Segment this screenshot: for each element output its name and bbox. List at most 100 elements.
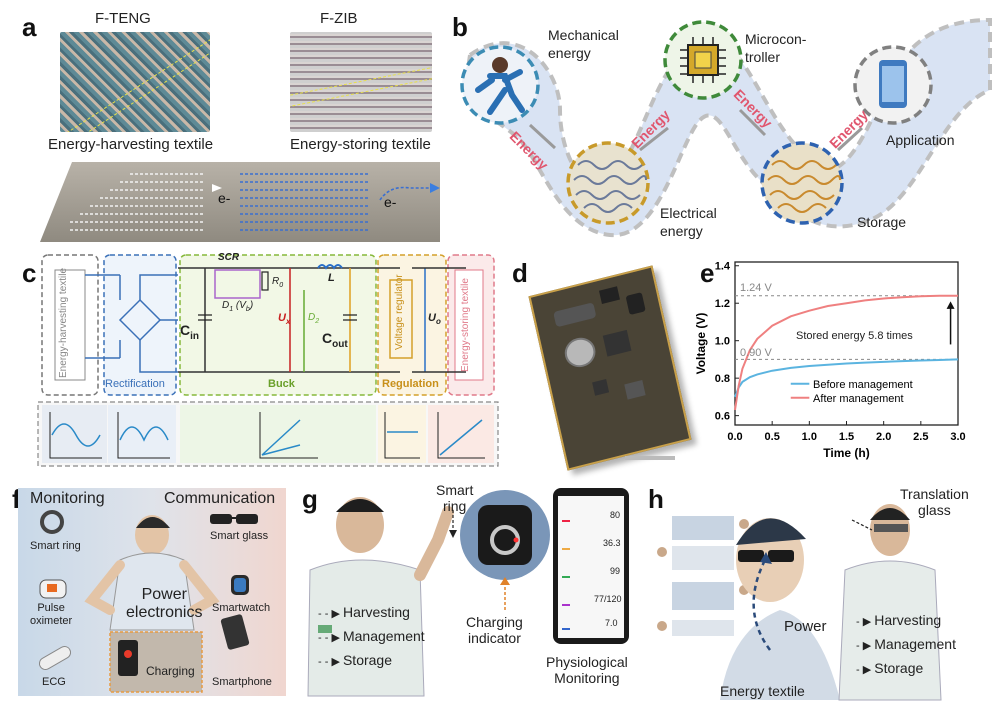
phone-value-5: 7.0 [605,618,618,628]
harvest-caption: Energy-harvesting textile [48,136,214,153]
y-tick-label-3: 1.2 [715,298,730,310]
x-tick-label-1: 0.5 [765,431,780,443]
electrical-energy-label: Electrical energy [660,205,717,239]
x-tick-label-5: 2.5 [913,431,928,443]
panel-label-e: e [700,258,715,288]
electron-left-label: e- [218,190,231,206]
stored-energy-annotation: Stored energy 5.8 times [796,330,913,342]
d2-label: D2 [308,312,320,325]
ux-label: Ux [278,312,291,327]
ecg-text: ECG [42,676,66,688]
buck-label: Buck [268,378,295,390]
storage-label-g: - - ▶ Storage [318,652,393,668]
rectification-label: Rectification [105,378,165,390]
runner-icon [475,57,525,115]
translation-glass-label: Translation glass [900,486,969,518]
storage-textile-texture [767,160,841,213]
harvesting-label-h: - ▶ Harvesting [856,612,942,628]
x-tick-label-6: 3.0 [950,431,965,443]
management-label-h: - ▶ Management [856,636,956,652]
y-axis-label: Voltage (V) [694,313,708,375]
x-tick-label-3: 1.5 [839,431,854,443]
teng-title: F-TENG [95,10,151,27]
electron-right-label: e- [384,194,397,210]
charging-indicator-label: Charging indicator [466,614,523,646]
management-label-g: - - ▶ Management [318,628,425,644]
power-electronics-label: Power electronics [126,586,203,621]
ref-label-bottom: 0.90 V [740,347,772,359]
ecg-icon [38,646,72,670]
zib-title: F-ZIB [320,10,358,27]
real-man-photo [838,504,942,701]
smartphone-app-icon [879,60,907,108]
panel-label-b: b [452,12,468,42]
phone-value-2: 36.3 [603,538,621,548]
d1-label: D1 (Vb) [222,300,254,313]
series-line-0 [734,358,959,398]
smartphone-icon [220,614,250,650]
x-tick-label-4: 2.0 [876,431,891,443]
storage-label-h: - ▶ Storage [856,660,924,676]
energy-textile-label: Energy textile [720,683,805,699]
power-label-h: Power [784,618,827,635]
smartphone-text: Smartphone [212,676,272,688]
panel-label-a: a [22,12,37,42]
smart-ring-callout: Smart ring [436,482,474,514]
legend-label-1: After management [813,393,904,405]
storing-caption: Energy-storing textile [290,136,431,153]
pulse-oximeter-text: Pulse oximeter [30,602,73,627]
y-tick-label-2: 1.0 [715,336,730,348]
charging-indicator-photo [460,490,550,580]
physiological-monitoring-label: Physiological Monitoring [546,654,628,686]
harvesting-label-g: - - ▶ Harvesting [318,604,410,620]
person-figure [84,515,220,631]
textile-strip-photo [40,162,440,242]
annotation-arrow-head [946,301,955,309]
smart-ring-icon [40,510,64,534]
microcontroller-label: Microcon- troller [745,31,807,65]
monitoring-label: Monitoring [30,490,105,507]
panel-label-g: g [302,484,318,514]
uo-label: Uo [428,312,441,327]
panel-label-h: h [648,484,664,514]
application-label: Application [886,132,955,148]
flow-arrows [528,108,864,152]
smart-ring-text: Smart ring [30,540,81,552]
phone-screen [553,488,629,644]
series-line-1 [734,294,958,411]
storage-label: Storage [857,214,907,230]
cin-label: Cin [180,322,200,342]
scr-label: SCR [218,252,240,263]
panel-label-f: f [12,484,21,514]
pulse-oximeter-icon [39,579,67,599]
chat-bubbles [657,516,749,636]
phone-value-4: 77/120 [594,594,622,604]
cout-label: Cout [322,330,348,350]
y-tick-label-0: 0.6 [715,411,730,423]
inductor-label: L [328,272,335,284]
communication-label: Communication [164,490,276,507]
phone-value-1: 80 [610,510,621,520]
phone-value-3: 99 [610,566,621,576]
zib-textile-photo [290,32,432,132]
microcontroller-chip-icon [680,37,726,83]
electrical-textile-texture [573,160,647,213]
charging-label: Charging [146,664,195,678]
regulation-label: Regulation [382,378,439,390]
panel-label-d: d [512,258,528,288]
x-tick-label-0: 0.0 [727,431,742,443]
y-tick-label-1: 0.8 [715,373,730,385]
mechanical-energy-label: Mechanical energy [548,27,619,61]
charging-phone-photo [109,631,203,693]
smartwatch-icon [231,575,249,595]
illustrated-man [720,518,840,700]
y-tick-label-4: 1.4 [715,261,731,273]
smart-glass-icon [210,514,258,524]
